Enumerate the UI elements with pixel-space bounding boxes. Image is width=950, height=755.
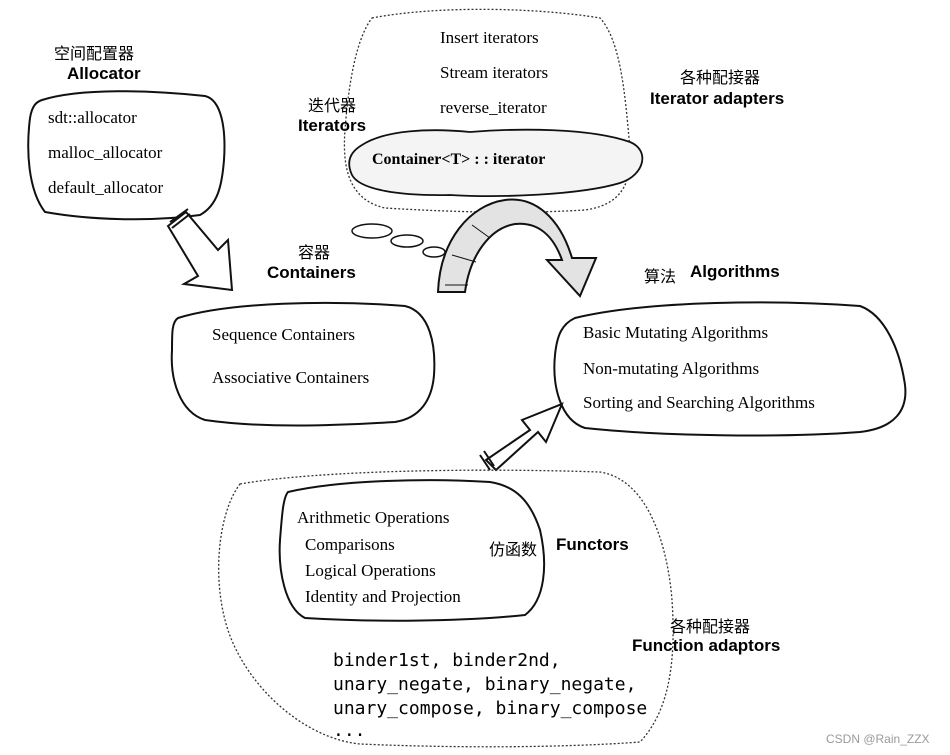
algorithms-cloud [553,301,907,437]
algorithm-item: Basic Mutating Algorithms [583,323,769,342]
container-item: Associative Containers [212,368,370,387]
allocator-item: sdt::allocator [48,108,137,127]
function-adaptor-code-line: ... [333,720,366,741]
iterator-item: Insert iterators [440,28,539,47]
functor-item: Logical Operations [305,561,436,580]
allocator-item: malloc_allocator [48,143,163,162]
function-adaptor-code-line: unary_compose, binary_compose [333,698,648,719]
iterator-adapters-label: Iterator adapters [650,89,785,108]
function-adaptor-code-line: binder1st, binder2nd, [333,650,561,671]
algorithm-item: Sorting and Searching Algorithms [583,393,815,412]
iterators-cloud [343,8,631,213]
functors-label: Functors [556,535,629,554]
functors-to-algorithms-arrow [479,402,564,472]
function-adaptors-cn-label: 各种配接器 [670,617,751,636]
algorithms-cn-label: 算法 [644,267,677,286]
functors-cloud [278,479,546,622]
allocator-item: default_allocator [48,178,164,197]
iterators-cn-label: 迭代器 [308,96,357,115]
functor-item: Comparisons [305,535,395,554]
containers-label: Containers [267,263,356,282]
functor-item: Arithmetic Operations [297,508,450,527]
allocator-label: Allocator [67,64,141,83]
iterators-label: Iterators [298,116,367,135]
watermark: CSDN @Rain_ZZX [826,732,930,746]
functor-item: Identity and Projection [305,587,461,606]
iterator-core-cloud [348,128,644,197]
thought-bubble-small [422,246,446,258]
container-item: Sequence Containers [212,325,356,344]
containers-cn-label: 容器 [298,243,331,262]
function-adaptor-code-line: unary_negate, binary_negate, [333,674,637,695]
algorithms-label: Algorithms [690,262,780,281]
containers-cloud [170,301,436,427]
thought-bubble-medium [390,234,424,248]
algorithm-item: Non-mutating Algorithms [583,359,760,378]
functors-cn-label: 仿函数 [489,540,538,559]
allocator-cloud [27,90,226,221]
allocator-to-containers-arrow [166,208,234,292]
thought-bubble-large [351,223,393,239]
iterator-item: reverse_iterator [440,98,547,117]
iterator-adapters-cn-label: 各种配接器 [680,68,761,87]
function-adaptors-cloud [218,469,674,748]
allocator-cn-label: 空间配置器 [54,44,135,63]
iterator-core-label: Container<T> : : iterator [372,151,546,168]
curved-arrow [436,198,598,298]
function-adaptors-label: Function adaptors [632,636,781,655]
iterator-item: Stream iterators [440,63,549,82]
